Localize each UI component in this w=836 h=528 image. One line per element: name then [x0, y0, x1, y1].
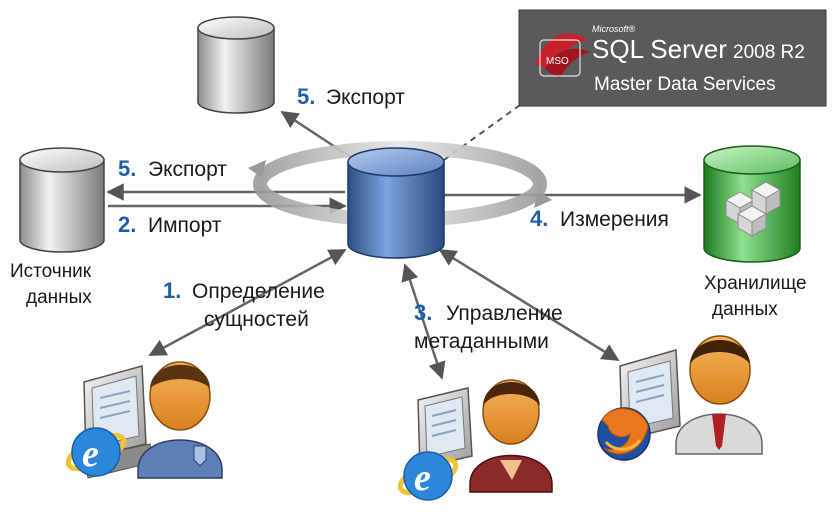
- source-caption-line1: Источник: [10, 261, 92, 282]
- step-number: 4.: [530, 206, 548, 231]
- user-icon: [138, 362, 222, 478]
- svg-text:e: e: [82, 433, 99, 475]
- banner-microsoft: Microsoft®: [592, 24, 636, 34]
- hub-database-icon: [348, 148, 444, 258]
- step-label: Измерения: [560, 208, 669, 231]
- warehouse-caption-line2: данных: [712, 299, 778, 320]
- step-label: Импорт: [148, 214, 222, 237]
- step-label-line1: Определение: [192, 280, 325, 303]
- svg-text:e: e: [414, 457, 431, 499]
- step-number: 1.: [163, 278, 181, 303]
- step-import: 2. Импорт: [118, 212, 222, 237]
- step-number: 2.: [118, 212, 136, 237]
- step-export-top: 5. Экспорт: [297, 84, 405, 109]
- step-label: Экспорт: [326, 86, 405, 109]
- step-metadata-management: 3. Управление метаданными: [414, 300, 563, 353]
- step-label: Экспорт: [148, 158, 227, 181]
- svg-text:MSO: MSO: [546, 56, 569, 67]
- step-export-source: 5. Экспорт: [118, 156, 227, 181]
- banner-version: 2008 R2: [733, 42, 805, 63]
- user-icon: [676, 336, 762, 454]
- firefox-icon: [598, 408, 650, 460]
- source-database-icon: [20, 148, 104, 252]
- step-number: 3.: [414, 300, 432, 325]
- sql-server-banner: MSO Microsoft® SQL Server 2008 R2 Master…: [519, 10, 826, 106]
- step-label-line2: метаданными: [414, 330, 549, 353]
- step-number: 5.: [118, 156, 136, 181]
- export-database-icon: [198, 17, 274, 113]
- user-icon: [470, 380, 552, 492]
- step-dimensions: 4. Измерения: [530, 206, 669, 231]
- source-caption: Источник данных: [10, 261, 92, 308]
- banner-product: SQL Server: [592, 34, 727, 64]
- warehouse-caption-line1: Хранилище: [704, 273, 807, 294]
- internet-explorer-icon: e: [396, 452, 461, 500]
- banner-subtitle: Master Data Services: [594, 74, 776, 95]
- user-workstation-center: e: [396, 380, 552, 500]
- user-workstation-right: [598, 336, 762, 460]
- source-caption-line2: данных: [26, 287, 92, 308]
- step-number: 5.: [297, 84, 315, 109]
- step-label-line2: сущностей: [204, 308, 309, 331]
- user-workstation-left: e: [64, 362, 222, 478]
- step-label-line1: Управление: [446, 302, 563, 325]
- warehouse-caption: Хранилище данных: [704, 273, 807, 320]
- warehouse-database-icon: [704, 146, 800, 262]
